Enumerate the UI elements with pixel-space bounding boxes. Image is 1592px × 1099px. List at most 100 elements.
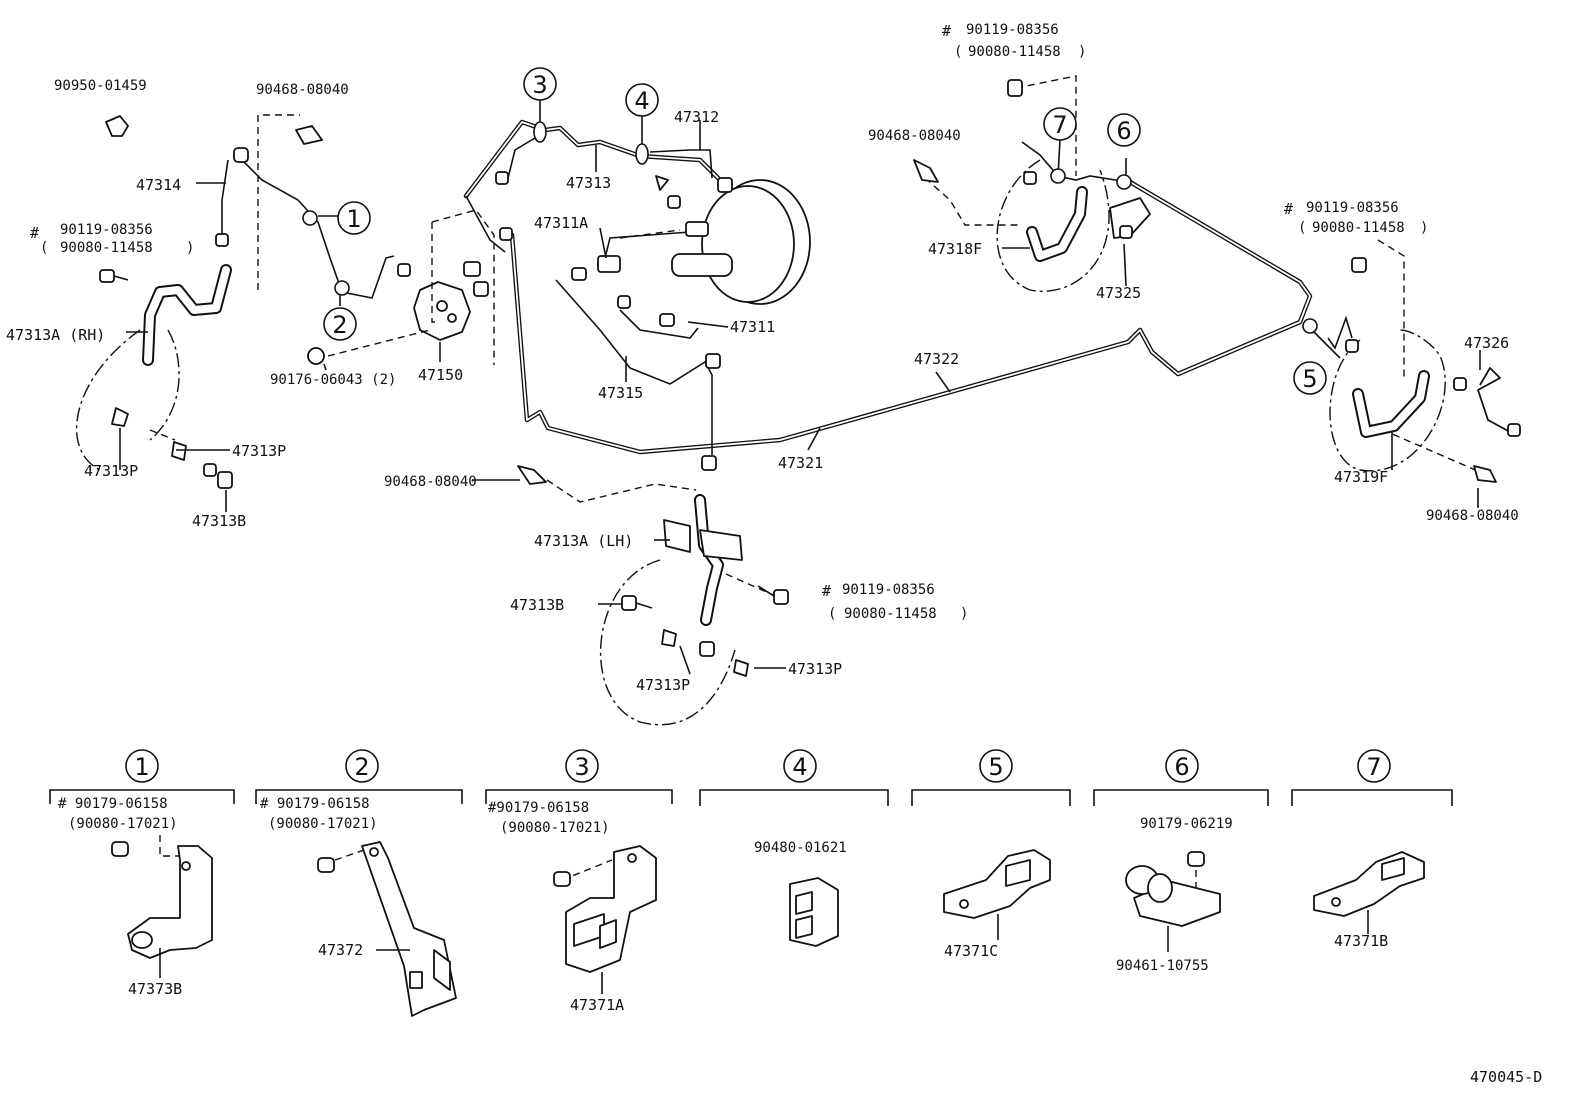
main-callouts: 1 2 3 4 5 6 7 — [323, 67, 1327, 395]
svg-text:5: 5 — [988, 753, 1003, 781]
svg-text:6: 6 — [1174, 753, 1189, 781]
hash-mark-a: # — [30, 224, 39, 242]
hose-outlines — [75, 159, 1446, 726]
label-47150: 47150 — [418, 366, 463, 384]
label-47326: 47326 — [1464, 334, 1509, 352]
svg-text:7: 7 — [1366, 753, 1381, 781]
label-90176-06043: 90176-06043 (2) — [270, 372, 396, 388]
detail-panel-4: 4 90480-01621 — [699, 749, 889, 947]
detail-panel-1: 1 # 90179-06158 (90080-17021) 47373B — [49, 749, 235, 998]
panel-3-label-1: (90080-17021) — [500, 820, 610, 836]
brake-hoses — [142, 186, 1511, 626]
label-90950-01459: 90950-01459 — [54, 78, 147, 94]
label-47311: 47311 — [730, 318, 775, 336]
paren-open-b: ( — [828, 606, 836, 622]
svg-text:6: 6 — [1116, 117, 1131, 145]
svg-text:2: 2 — [332, 311, 347, 339]
label-47311A: 47311A — [534, 214, 588, 232]
panel-7-label-0: 47371B — [1334, 932, 1388, 950]
label-90468-08040-b: 90468-08040 — [384, 474, 477, 490]
label-47313B-b: 47313B — [510, 596, 564, 614]
label-47313P-b: 47313P — [232, 442, 286, 460]
panel-3-label-2: 47371A — [570, 996, 624, 1014]
svg-text:3: 3 — [532, 71, 547, 99]
paren-close-d: ) — [1420, 220, 1428, 236]
hash-mark-d: # — [1284, 200, 1293, 218]
panel-2-label-2: 47372 — [318, 941, 363, 959]
paren-open-d: ( — [1298, 220, 1306, 236]
callout-5: 5 — [1293, 361, 1327, 395]
label-90468-08040-c: 90468-08040 — [868, 128, 961, 144]
part-number-labels: 90950-01459 90468-08040 47314 # 90119-08… — [6, 22, 1519, 694]
label-47313A-RH: 47313A (RH) — [6, 326, 105, 344]
callout-points — [302, 121, 1318, 334]
detail-panel-5: 5 47371C — [911, 749, 1071, 960]
label-47313P-c: 47313P — [636, 676, 690, 694]
label-47313: 47313 — [566, 174, 611, 192]
callout-2: 2 — [323, 307, 357, 341]
paren-close-a: ) — [186, 240, 194, 256]
paren-close-c: ) — [1078, 44, 1086, 60]
svg-text:3: 3 — [574, 753, 589, 781]
detail-panel-7: 7 47371B — [1291, 749, 1453, 950]
callout-4: 4 — [625, 83, 659, 117]
label-90119-08356-c: 90119-08356 — [966, 22, 1059, 38]
panel-4-label-0: 90480-01621 — [754, 840, 847, 856]
callout-1: 1 — [337, 201, 371, 235]
detail-panel-2: 2 # 90179-06158 (90080-17021) 47372 — [255, 749, 463, 1017]
figure-code: 470045-D — [1470, 1068, 1542, 1086]
label-90468-08040-d: 90468-08040 — [1426, 508, 1519, 524]
label-leaders — [119, 100, 1481, 675]
label-47325: 47325 — [1096, 284, 1141, 302]
svg-text:4: 4 — [792, 753, 807, 781]
paren-close-b: ) — [960, 606, 968, 622]
svg-text:4: 4 — [634, 87, 649, 115]
label-47314: 47314 — [136, 176, 181, 194]
label-47319F: 47319F — [1334, 468, 1388, 486]
panel-1-label-2: 47373B — [128, 980, 182, 998]
label-90080-11458-a: 90080-11458 — [60, 240, 153, 256]
detail-panel-3: 3 #90179-06158 (90080-17021) 47371A — [485, 749, 673, 1014]
label-47321: 47321 — [778, 454, 823, 472]
label-47313P-d: 47313P — [788, 660, 842, 678]
panel-1-label-0: # 90179-06158 — [58, 796, 168, 812]
detail-panels: 1 # 90179-06158 (90080-17021) 47373B 2 #… — [49, 749, 1453, 1017]
label-90080-11458-d: 90080-11458 — [1312, 220, 1405, 236]
label-90468-08040-a: 90468-08040 — [256, 82, 349, 98]
svg-text:5: 5 — [1302, 365, 1317, 393]
callout-6: 6 — [1107, 113, 1141, 147]
svg-text:7: 7 — [1052, 111, 1067, 139]
label-47313A-LH: 47313A (LH) — [534, 532, 633, 550]
detail-panel-6: 6 90179-06219 90461-10755 — [1093, 749, 1269, 974]
paren-open-a: ( — [40, 240, 48, 256]
svg-text:1: 1 — [346, 205, 361, 233]
callout-3: 3 — [523, 67, 557, 101]
callout-7: 7 — [1043, 107, 1077, 141]
hash-mark-c: # — [942, 22, 951, 40]
brake-booster — [671, 179, 811, 305]
label-90080-11458-b: 90080-11458 — [844, 606, 937, 622]
label-47313B-a: 47313B — [192, 512, 246, 530]
proportioning-valve-47150 — [413, 261, 489, 341]
paren-open-c: ( — [954, 44, 962, 60]
panel-2-label-1: (90080-17021) — [268, 816, 378, 832]
label-90119-08356-a: 90119-08356 — [60, 222, 153, 238]
panel-6-label-0: 90179-06219 — [1140, 816, 1233, 832]
label-47315: 47315 — [598, 384, 643, 402]
label-47318F: 47318F — [928, 240, 982, 258]
label-90119-08356-b: 90119-08356 — [842, 582, 935, 598]
label-90119-08356-d: 90119-08356 — [1306, 200, 1399, 216]
panel-2-label-0: # 90179-06158 — [260, 796, 370, 812]
label-90080-11458-c: 90080-11458 — [968, 44, 1061, 60]
panel-6-label-1: 90461-10755 — [1116, 958, 1209, 974]
label-47312: 47312 — [674, 108, 719, 126]
hash-mark-b: # — [822, 582, 831, 600]
panel-5-label-0: 47371C — [944, 942, 998, 960]
panel-1-label-1: (90080-17021) — [68, 816, 178, 832]
label-47313P-a: 47313P — [84, 462, 138, 480]
fasteners — [99, 79, 1521, 677]
label-47322: 47322 — [914, 350, 959, 368]
svg-text:2: 2 — [354, 753, 369, 781]
